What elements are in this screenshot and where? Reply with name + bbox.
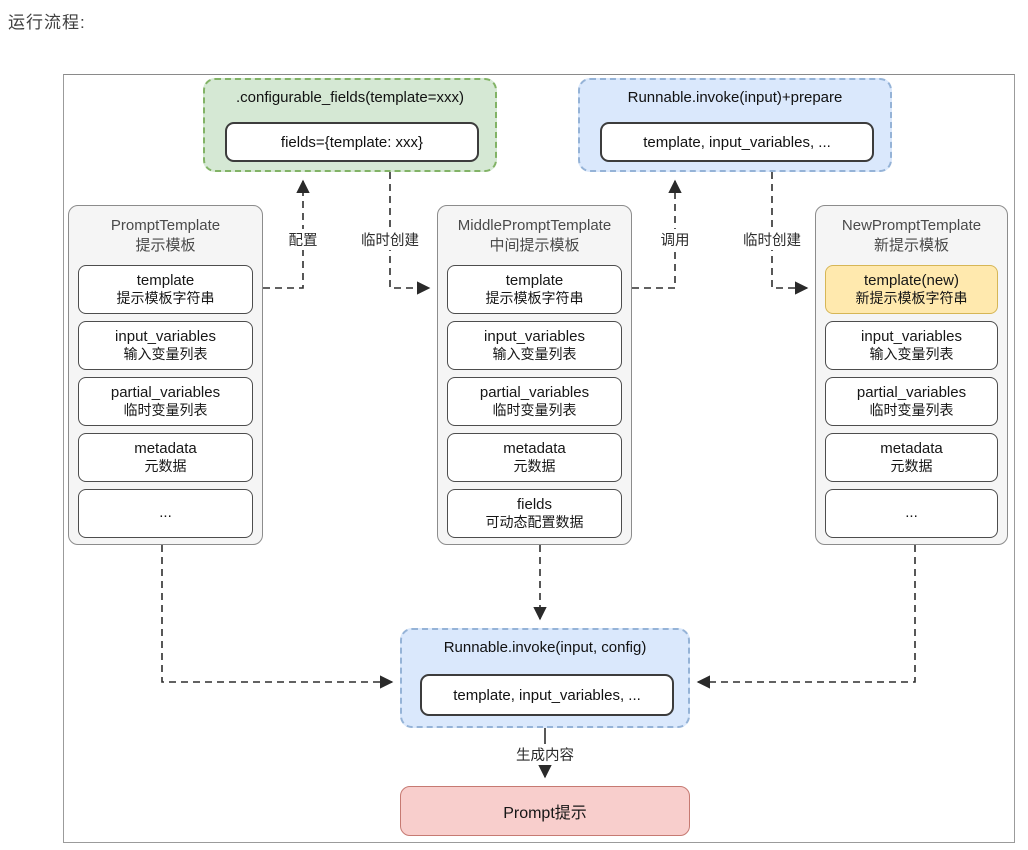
field-zh: 元数据 bbox=[144, 458, 187, 475]
prompt-result-box: Prompt提示 bbox=[400, 786, 690, 836]
field-metadata: metadata 元数据 bbox=[447, 433, 622, 482]
field-template: template 提示模板字符串 bbox=[447, 265, 622, 314]
runnable-invoke-config-value: template, input_variables, ... bbox=[420, 674, 674, 716]
runnable-invoke-config-title: Runnable.invoke(input, config) bbox=[443, 639, 647, 656]
field-en: template bbox=[505, 271, 564, 289]
field-ellipsis: ... bbox=[825, 489, 998, 538]
field-zh: 提示模板字符串 bbox=[485, 290, 584, 307]
field-en: partial_variables bbox=[479, 383, 590, 401]
runnable-invoke-prepare-value: template, input_variables, ... bbox=[600, 122, 874, 162]
field-fields: fields 可动态配置数据 bbox=[447, 489, 622, 538]
column-title-en: MiddlePromptTemplate bbox=[457, 217, 612, 234]
field-en: input_variables bbox=[861, 327, 962, 345]
configurable-fields-box: .configurable_fields(template=xxx) field… bbox=[203, 78, 497, 172]
column-title: NewPromptTemplate 新提示模板 bbox=[825, 216, 998, 258]
field-ellipsis: ... bbox=[78, 489, 253, 538]
field-en: partial_variables bbox=[110, 383, 221, 401]
field-en: template(new) bbox=[863, 271, 960, 289]
column-title: MiddlePromptTemplate 中间提示模板 bbox=[447, 216, 622, 258]
column-title: PromptTemplate 提示模板 bbox=[78, 216, 253, 258]
field-zh: 新提示模板字符串 bbox=[855, 290, 968, 307]
field-en: partial_variables bbox=[856, 383, 967, 401]
column-prompt-template: PromptTemplate 提示模板 template 提示模板字符串 inp… bbox=[68, 205, 263, 545]
field-template: template 提示模板字符串 bbox=[78, 265, 253, 314]
field-template-new: template(new) 新提示模板字符串 bbox=[825, 265, 998, 314]
field-input-variables: input_variables 输入变量列表 bbox=[447, 321, 622, 370]
field-metadata: metadata 元数据 bbox=[78, 433, 253, 482]
field-zh: 元数据 bbox=[890, 458, 933, 475]
field-en: input_variables bbox=[484, 327, 585, 345]
field-input-variables: input_variables 输入变量列表 bbox=[825, 321, 998, 370]
field-partial-variables: partial_variables 临时变量列表 bbox=[447, 377, 622, 426]
field-zh: 元数据 bbox=[513, 458, 556, 475]
field-input-variables: input_variables 输入变量列表 bbox=[78, 321, 253, 370]
edge-label-configure: 配置 bbox=[284, 229, 322, 250]
field-zh: 输入变量列表 bbox=[869, 346, 954, 363]
column-middle-prompt-template: MiddlePromptTemplate 中间提示模板 template 提示模… bbox=[437, 205, 632, 545]
edge-label-temp-create-right: 临时创建 bbox=[739, 229, 805, 250]
page-title: 运行流程: bbox=[8, 13, 86, 32]
field-zh: 提示模板字符串 bbox=[116, 290, 215, 307]
field-en: template bbox=[136, 271, 195, 289]
edge-label-call: 调用 bbox=[656, 229, 694, 250]
field-en: metadata bbox=[134, 439, 197, 457]
field-en: ... bbox=[905, 504, 918, 522]
field-en: fields bbox=[516, 495, 553, 513]
runnable-invoke-prepare-title: Runnable.invoke(input)+prepare bbox=[627, 89, 843, 106]
field-zh: 输入变量列表 bbox=[123, 346, 208, 363]
field-zh: 临时变量列表 bbox=[492, 402, 577, 419]
configurable-fields-title: .configurable_fields(template=xxx) bbox=[235, 89, 465, 106]
configurable-fields-value: fields={template: xxx} bbox=[225, 122, 479, 162]
field-en: metadata bbox=[880, 439, 943, 457]
column-title-zh: 提示模板 bbox=[135, 237, 196, 255]
column-title-zh: 新提示模板 bbox=[873, 237, 949, 255]
field-en: ... bbox=[159, 504, 172, 522]
runnable-invoke-config-box: Runnable.invoke(input, config) template,… bbox=[400, 628, 690, 728]
runnable-invoke-prepare-box: Runnable.invoke(input)+prepare template,… bbox=[578, 78, 892, 172]
column-title-zh: 中间提示模板 bbox=[489, 237, 580, 255]
column-title-en: PromptTemplate bbox=[110, 217, 221, 234]
edge-label-generate-content: 生成内容 bbox=[512, 744, 578, 765]
field-en: metadata bbox=[503, 439, 566, 457]
field-zh: 临时变量列表 bbox=[869, 402, 954, 419]
column-new-prompt-template: NewPromptTemplate 新提示模板 template(new) 新提… bbox=[815, 205, 1008, 545]
field-en: input_variables bbox=[115, 327, 216, 345]
field-zh: 临时变量列表 bbox=[123, 402, 208, 419]
column-title-en: NewPromptTemplate bbox=[841, 217, 982, 234]
field-partial-variables: partial_variables 临时变量列表 bbox=[825, 377, 998, 426]
edge-label-temp-create-left: 临时创建 bbox=[357, 229, 423, 250]
field-metadata: metadata 元数据 bbox=[825, 433, 998, 482]
field-zh: 输入变量列表 bbox=[492, 346, 577, 363]
field-zh: 可动态配置数据 bbox=[485, 514, 584, 531]
field-partial-variables: partial_variables 临时变量列表 bbox=[78, 377, 253, 426]
